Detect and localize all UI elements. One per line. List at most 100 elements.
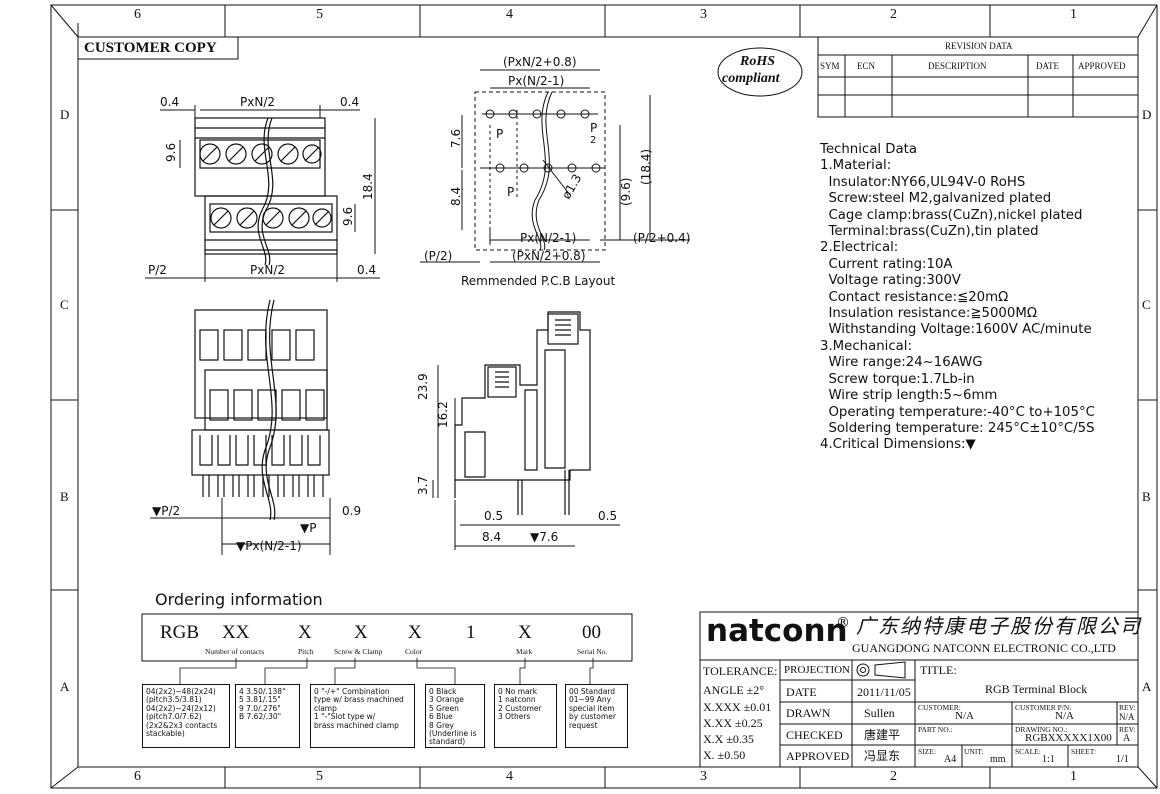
dim-front-top-span: PxN/2 [240,95,275,109]
tech-data-line: Soldering temperature: 245°C±10°C/5S [820,420,1095,436]
revision-header-date: DATE [1036,61,1059,71]
tech-data-line: 2.Electrical: [820,240,899,256]
ordering-code-fixed: 1 [466,622,476,643]
zone-col-1: 1 [1070,7,1077,22]
ordering-box-pitch: 4 3.50/.138" 5 3.81/.15" 9 7.0/.276" B 7… [235,684,300,748]
customer-pn-label: CUSTOMER P/N: [1015,703,1072,712]
unit-label: UNIT: [964,747,984,756]
ordering-box-serial: 00 Standard 01~99 Any special item by cu… [565,684,628,748]
tolerance-x: X. ±0.50 [703,748,746,762]
ordering-label-color: Color [405,647,423,656]
tech-data-line: Contact resistance:≦20mΩ [820,289,1009,305]
scale-value: 1:1 [1042,754,1055,765]
dim-pcb-v-inner: (9.6) [619,177,633,206]
drawn-label: DRAWN [786,706,831,720]
dim-pcb-h-upper: 7.6 [449,128,463,148]
dim-front-h-total: 18.4 [361,173,375,200]
rev2-label: REV: [1119,725,1136,734]
dim-side-h-mid: 16.2 [436,401,450,428]
dim-side-w-d: ▼7.6 [530,530,559,544]
ordering-code-rgb: RGB [160,622,200,643]
ordering-label-screw-clamp: Screw & Clamp [334,647,383,656]
company-logo: natconn [706,613,848,649]
tolerance-label: TOLERANCE: [703,664,778,678]
dim-bottom-right: 0.9 [342,504,362,518]
revision-header-sym: SYM [820,61,840,71]
revision-title: REVISION DATA [945,41,1013,51]
dim-front-bottom-left: P/2 [148,263,167,277]
rev-value: N/A [1119,712,1135,722]
dim-front-bottom-span: PxN/2 [250,263,285,277]
dim-pcb-top-inner: Px(N/2-1) [508,74,565,88]
rohs-label: RoHS [740,54,776,69]
drawing-no-label: DRAWING NO.: [1015,725,1068,734]
approved-label: APPROVED [786,749,850,763]
revision-header-approved: APPROVED [1078,61,1126,71]
checked-value: 唐建平 [864,728,901,742]
tolerance-xx: X.X ±0.35 [703,732,754,746]
sheet-label: SHEET: [1071,747,1097,756]
tech-data-line: Withstanding Voltage:1600V AC/minute [820,322,1092,338]
zone-col-6: 6 [134,7,141,22]
zone-col-3: 3 [700,7,707,22]
tech-data-line: Insulator:NY66,UL94V-0 RoHS [820,174,1026,190]
dim-bottom-left: ▼P/2 [152,504,181,518]
dim-front-bottom-right: 0.4 [357,263,377,277]
customer-value: N/A [955,710,974,722]
company-logo-registered: ® [836,615,850,631]
ordering-code-contacts: XX [222,622,250,643]
title-value: RGB Terminal Block [985,682,1088,696]
checked-label: CHECKED [786,728,843,742]
rohs-compliant-label: compliant [722,71,780,86]
dim-pcb-h-lower: 8.4 [449,186,463,206]
dim-pcb-p-half-den: 2 [590,135,597,146]
sheet-value: 1/1 [1116,754,1129,765]
projection-label: PROJECTION [784,664,851,676]
ordering-code-color: X [408,622,422,643]
title-label: TITLE: [920,663,957,677]
approved-value: 冯显东 [864,749,901,763]
ordering-box-mark: 0 No mark 1 natconn 2 Customer 3 Others [494,684,557,748]
dim-pcb-p-lower: P [507,185,515,199]
ordering-code-mark: X [518,622,532,643]
dim-pcb-bottom-outer: (PxN/2+0.8) [512,249,586,263]
zone-col-4: 4 [506,7,513,22]
ordering-title: Ordering information [155,590,323,609]
size-value: A4 [944,754,957,765]
ordering-box-screw-clamp: 0 "-/+" Combination type w/ brass machin… [310,684,415,748]
ordering-box-contacts: 04(2x2)~48(2x24) (pitch3.5/3.81) 04(2x2)… [142,684,230,748]
zone-col-4-bottom: 4 [506,769,513,784]
revision-header-ecn: ECN [857,61,875,71]
ordering-code-serial: 00 [582,622,601,643]
customer-label: CUSTOMER: [918,703,961,712]
dim-pcb-bottom-right: (P/2+0.4) [633,231,691,245]
tech-data-line: Wire strip length:5~6mm [820,388,998,404]
dim-pcb-bottom-inner: Px(N/2-1) [520,231,577,245]
date-value: 2011/11/05 [857,685,911,699]
dim-side-w-c: 8.4 [482,530,502,544]
unit-value: mm [990,754,1006,765]
customer-pn-value: N/A [1055,710,1074,722]
dim-pcb-bottom-left: (P/2) [424,249,453,263]
customer-copy-label: CUSTOMER COPY [84,40,217,56]
pcb-layout-caption: Remmended P.C.B Layout [461,274,616,288]
zone-col-3-bottom: 3 [700,769,707,784]
tech-data-line: 1.Material: [820,158,892,174]
tech-data-line: Technical Data [820,142,918,157]
zone-col-1-bottom: 1 [1070,769,1077,784]
part-no-label: PART NO.: [918,725,953,734]
zone-row-b: B [60,489,69,504]
zone-col-5-bottom: 5 [316,769,323,784]
tech-data-line: Screw:steel M2,galvanized plated [820,191,1052,207]
dim-side-h-total: 23.9 [416,373,430,400]
dim-side-w-b: 0.5 [598,509,618,523]
dim-pcb-v-outer: (18.4) [639,148,653,185]
ordering-label-contacts: Number of contacts [205,647,265,656]
tolerance-xxx: X.XX ±0.25 [703,716,763,730]
zone-col-2: 2 [890,7,897,22]
ordering-box-color: 0 Black 3 Orange 5 Green 6 Blue 8 Grey (… [425,684,485,748]
dim-pcb-p-half: P [590,121,598,135]
drawn-value: Sullen [864,706,895,720]
rev-label: REV: [1119,703,1136,712]
drawing-no-value: RGBXXXXX1X00 [1025,732,1112,744]
